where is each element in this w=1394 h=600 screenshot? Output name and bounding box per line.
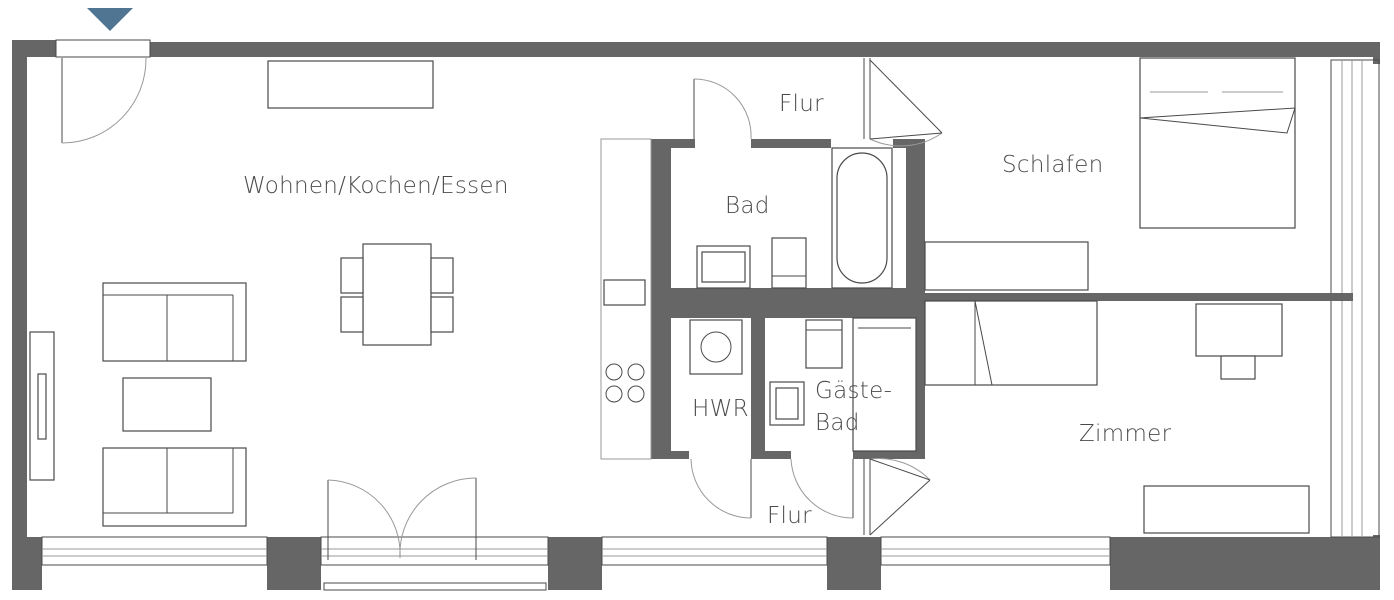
entrance-triangle-icon [87,8,133,31]
room-label-guest-bath-line2: Bad [815,410,860,436]
room-label-bath: Bad [725,193,770,219]
utility-washer [689,319,743,375]
room-label-guest-bath-line1: Gäste- [815,378,892,404]
outer-walls [12,40,1380,590]
room-label-hall-bottom: Flur [767,503,812,529]
doors [55,39,943,560]
room-label-hall-top: Flur [779,91,824,117]
bottom-windows [41,536,1111,591]
bath-fixtures [696,147,893,289]
hall-partitions [863,58,871,535]
room-label-living: Wohnen/Kochen/Essen [243,173,509,199]
core-walls [651,139,1353,459]
living-furniture [29,60,454,527]
kitchen-counter [600,138,652,460]
room-label-bedroom: Schlafen [1002,152,1104,178]
room-label-utility: HWR [692,396,749,422]
room-label-room: Zimmer [1079,421,1172,447]
guest-bath-fixtures [769,317,917,452]
room-furniture [924,300,1310,534]
bedroom-furniture [924,57,1296,291]
